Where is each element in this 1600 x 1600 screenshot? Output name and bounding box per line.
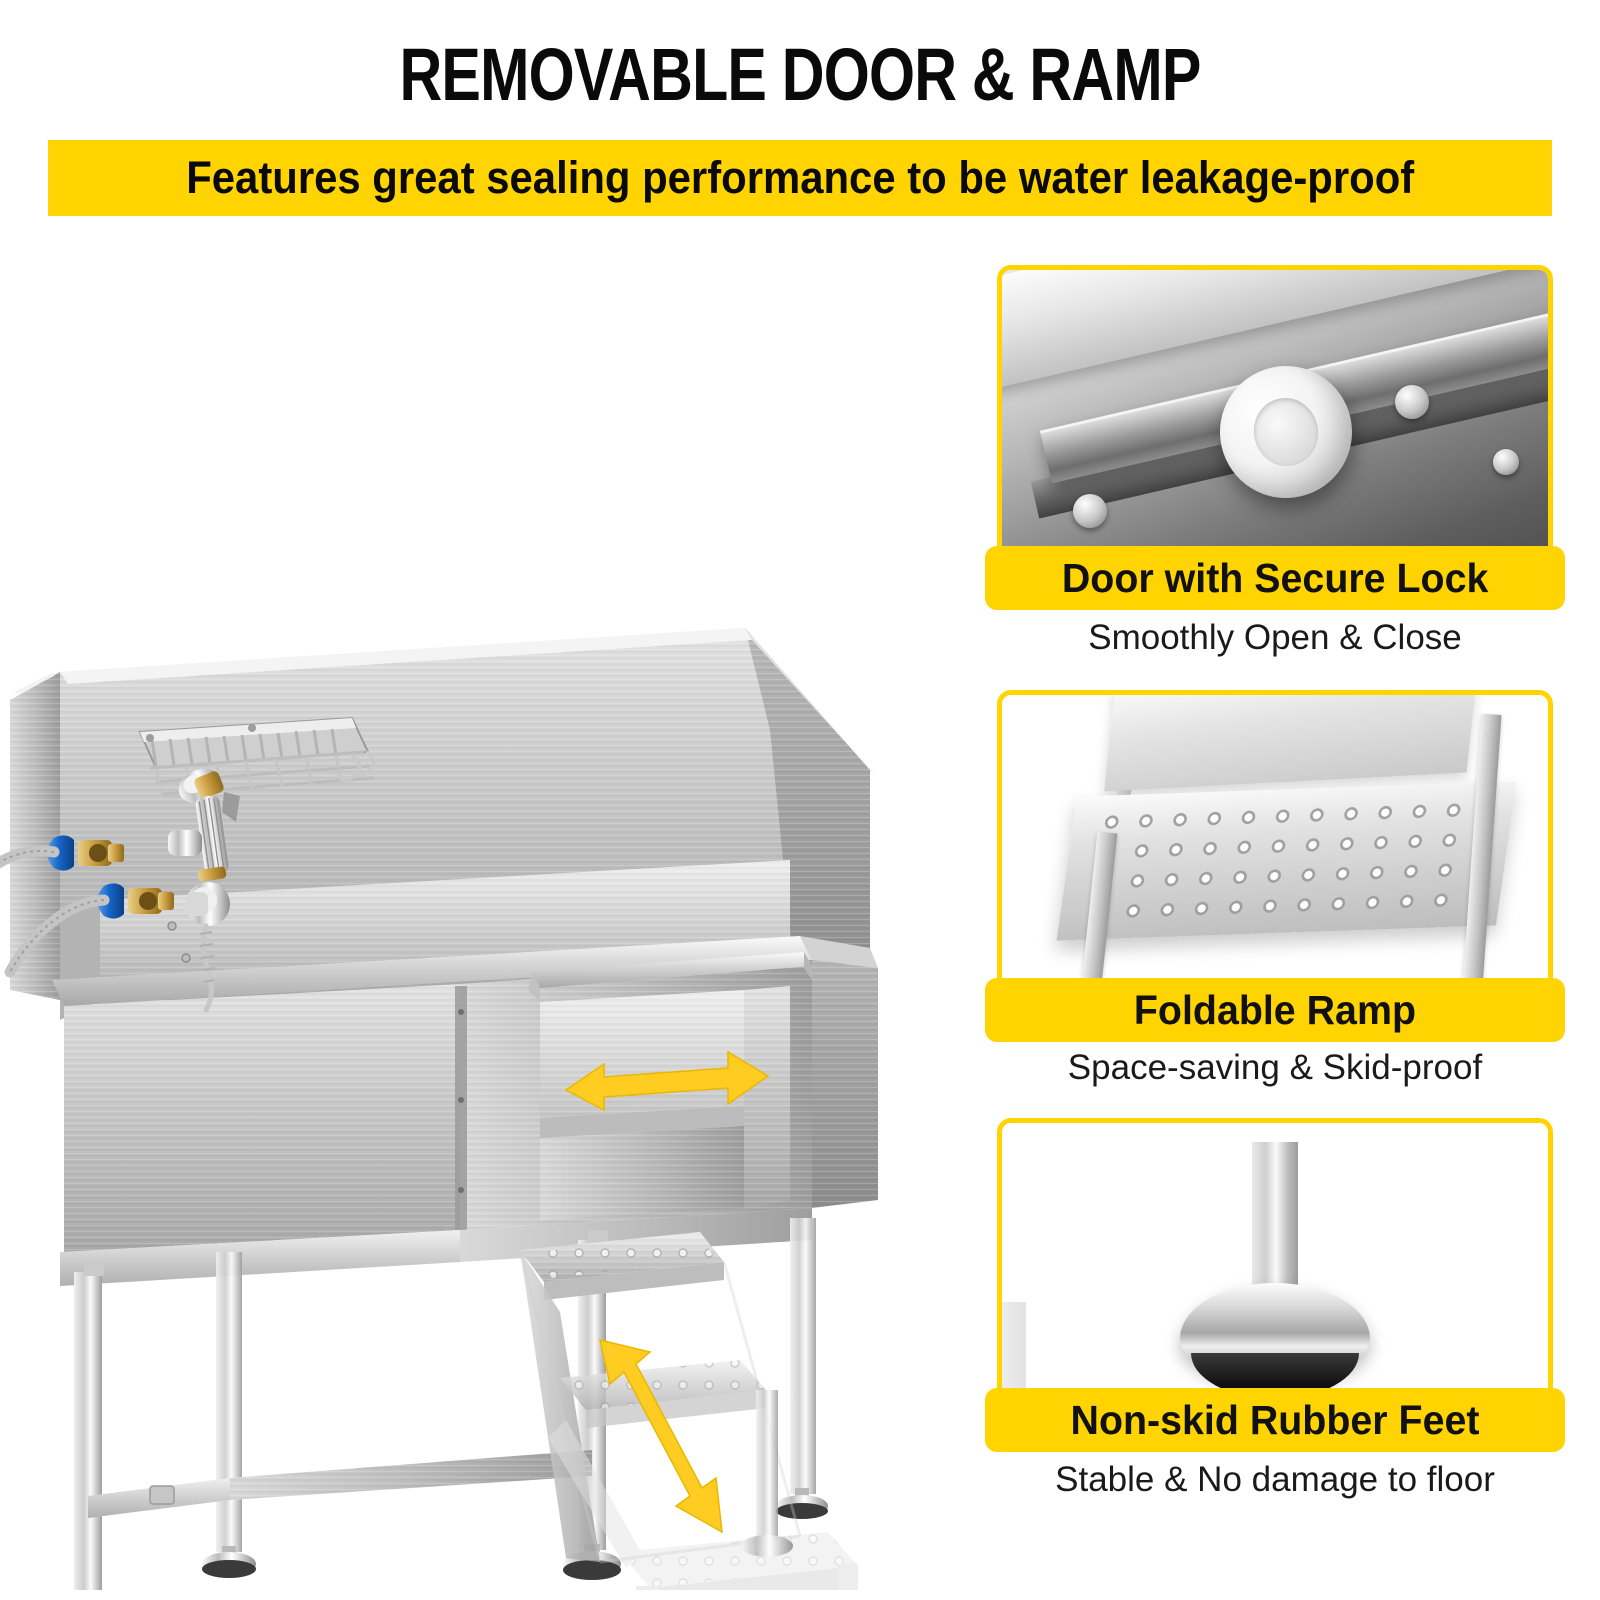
side-splash bbox=[10, 672, 60, 1000]
door-slide-arrow bbox=[564, 1050, 770, 1112]
caption-rubber-feet: Non-skid Rubber Feet bbox=[985, 1388, 1565, 1452]
subtitle-text: Features great sealing performance to be… bbox=[186, 152, 1414, 203]
roller-photo bbox=[1002, 270, 1548, 590]
subtitle-foldable-ramp: Space-saving & Skid-proof bbox=[1067, 1048, 1483, 1087]
caption-text: Door with Secure Lock bbox=[1061, 555, 1489, 601]
subtitle-banner: Features great sealing performance to be… bbox=[48, 140, 1552, 216]
ramp-photo bbox=[1002, 695, 1548, 1007]
wire-soap-basket bbox=[138, 716, 376, 797]
product-illustration bbox=[0, 300, 980, 1590]
caption-text: Foldable Ramp bbox=[1133, 987, 1417, 1033]
caption-text: Non-skid Rubber Feet bbox=[1070, 1397, 1480, 1443]
page-title: REMOVABLE DOOR & RAMP bbox=[399, 33, 1201, 116]
ramp-fold-arrow bbox=[599, 1338, 723, 1534]
feature-card-door-lock[interactable] bbox=[997, 265, 1553, 595]
door-handle bbox=[532, 952, 812, 988]
caption-door-lock: Door with Secure Lock bbox=[985, 546, 1565, 610]
foldable-ramp-steps bbox=[518, 1232, 858, 1590]
blue-valve-handle bbox=[47, 835, 174, 919]
caption-foldable-ramp: Foldable Ramp bbox=[985, 978, 1565, 1042]
feature-card-foldable-ramp[interactable] bbox=[997, 690, 1553, 1012]
subtitle-rubber-feet: Stable & No damage to floor bbox=[1055, 1460, 1495, 1499]
sprayer-faucet bbox=[168, 769, 240, 1013]
braided-hose bbox=[0, 845, 110, 978]
subtitle-door-lock: Smoothly Open & Close bbox=[1088, 618, 1462, 657]
leveling-feet bbox=[202, 1488, 828, 1580]
